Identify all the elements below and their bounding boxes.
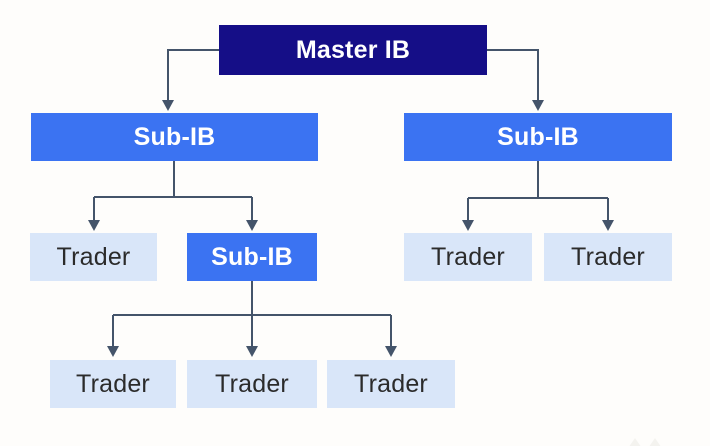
node-trader-bottom-3: Trader <box>327 360 455 408</box>
node-trader-right-1: Trader <box>404 233 532 281</box>
watermark <box>618 436 678 446</box>
node-sub-ib-mid: Sub-IB <box>187 233 317 281</box>
node-sub-ib-left: Sub-IB <box>31 113 318 161</box>
node-trader-right-2: Trader <box>544 233 672 281</box>
node-master-ib: Master IB <box>219 25 487 75</box>
node-trader-left: Trader <box>30 233 157 281</box>
node-sub-ib-right: Sub-IB <box>404 113 672 161</box>
node-trader-bottom-2: Trader <box>187 360 317 408</box>
node-trader-bottom-1: Trader <box>50 360 176 408</box>
